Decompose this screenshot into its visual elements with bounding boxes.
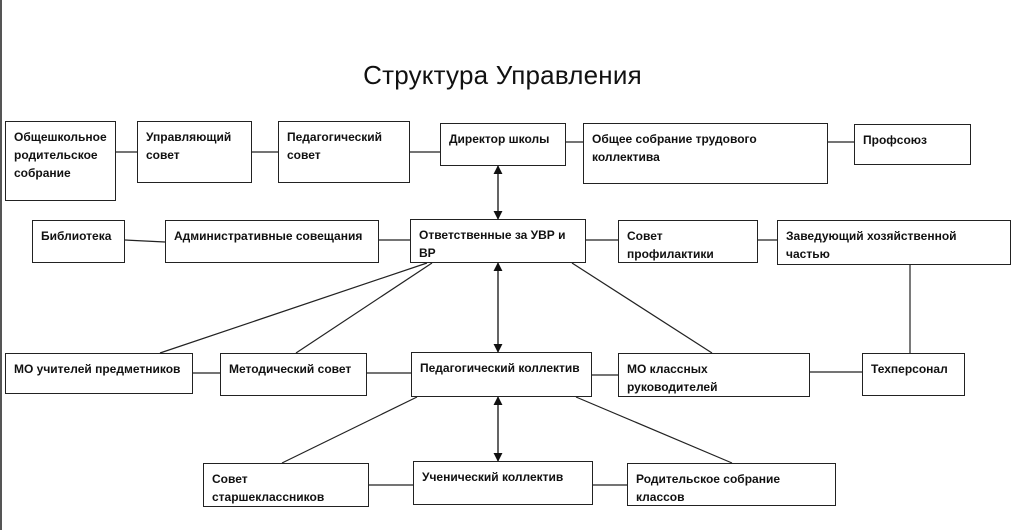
node-staff-meeting: Общее собрание трудового коллектива xyxy=(583,123,828,184)
line-deputies-moclass xyxy=(571,262,713,354)
node-deputies: Ответственные за УВР и ВР xyxy=(410,219,586,263)
node-household-head: Заведующий хозяйственной частью xyxy=(777,220,1011,265)
node-pedagogical-council: Педагогический совет xyxy=(278,121,410,183)
line-deputies-methodical xyxy=(295,262,433,354)
node-governing-council: Управляющий совет xyxy=(137,121,252,183)
node-parent-meeting: Общешкольное родительское собрание xyxy=(5,121,116,201)
line-library-admin xyxy=(124,239,166,243)
line-teaching-classparents xyxy=(575,396,733,464)
node-library: Библиотека xyxy=(32,220,125,263)
left-edge-border xyxy=(0,0,2,530)
node-director: Директор школы xyxy=(440,123,566,166)
node-trade-union: Профсоюз xyxy=(854,124,971,165)
node-mo-subject-teachers: МО учителей предметников xyxy=(5,353,193,394)
diagram-title: Структура Управления xyxy=(363,60,642,90)
node-teaching-staff: Педагогический коллектив xyxy=(411,352,592,397)
node-prevention-council: Совет профилактики xyxy=(618,220,758,263)
node-methodical-council: Методический совет xyxy=(220,353,367,396)
line-teaching-senior xyxy=(281,396,418,464)
node-senior-council: Совет старшеклассников xyxy=(203,463,369,507)
line-deputies-mosubject xyxy=(159,262,428,354)
node-admin-meetings: Административные совещания xyxy=(165,220,379,263)
node-class-parent-meeting: Родительское собрание классов xyxy=(627,463,836,506)
node-mo-class-teachers: МО классных руководителей xyxy=(618,353,810,397)
node-tech-staff: Техперсонал xyxy=(862,353,965,396)
node-student-body: Ученический коллектив xyxy=(413,461,593,505)
